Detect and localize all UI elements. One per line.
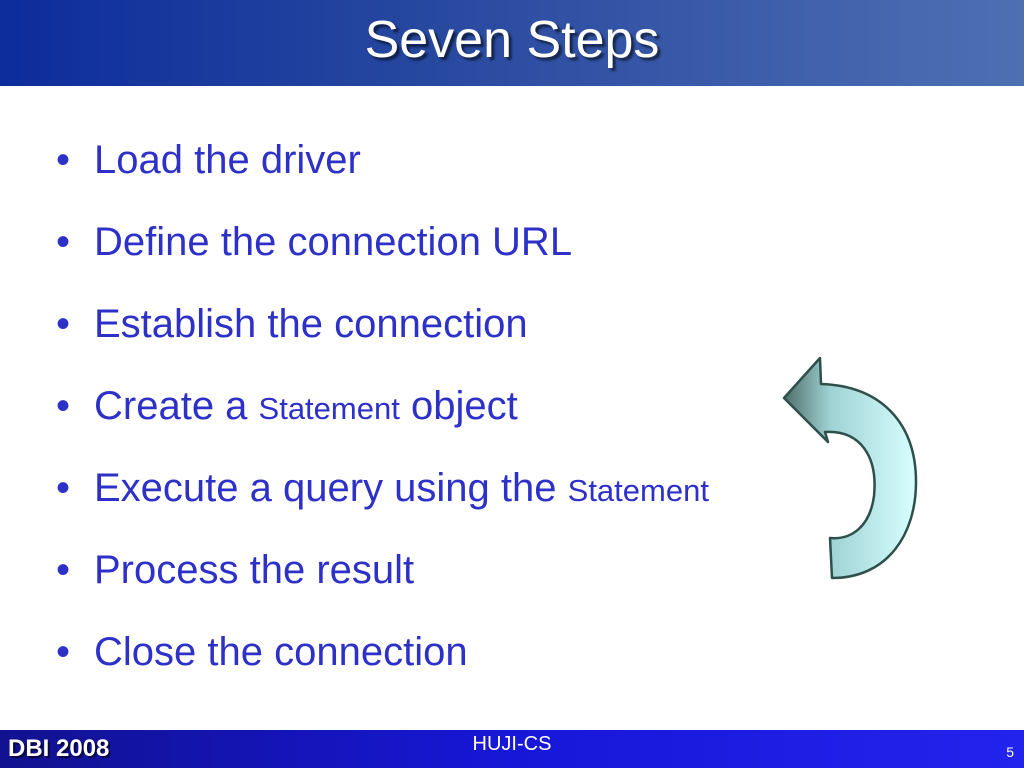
title-bar: [0, 0, 1024, 86]
bullet-item: • Establish the connection: [56, 296, 709, 378]
bullet-marker: •: [56, 548, 71, 592]
bullet-text: Define the connection URL: [94, 220, 573, 264]
bullet-marker: •: [56, 302, 71, 346]
bullet-text: Establish the connection: [94, 302, 528, 346]
bullet-text-prefix: Execute a query using the: [94, 466, 568, 510]
bullet-text: Load the driver: [94, 138, 361, 182]
bullet-item: • Close the connection: [56, 624, 709, 706]
footer-institution: HUJI-CS: [472, 733, 552, 755]
bullet-marker: •: [56, 384, 71, 428]
footer-course-label: DBI 2008: [8, 735, 110, 762]
bullet-text: Process the result: [94, 548, 415, 592]
bullet-code-term: Statement: [567, 473, 709, 508]
bullet-marker: •: [56, 466, 71, 510]
footer-bar: DBI 2008 HUJI-CS 5: [0, 730, 1024, 768]
bullet-list: • Load the driver • Define the connection …: [56, 132, 709, 706]
bullet-marker: •: [56, 630, 71, 674]
bullet-marker: •: [56, 138, 71, 182]
bullet-marker: •: [56, 220, 71, 264]
bullet-code-term: Statement: [258, 391, 400, 426]
slide-title: Seven Steps: [364, 11, 660, 69]
bullet-item: • Process the result: [56, 542, 709, 624]
bullet-item: • Define the connection URL: [56, 214, 709, 296]
bullet-item: • Create a Statement object: [56, 378, 709, 460]
circular-arrow-graphic: [782, 356, 918, 580]
bullet-text: Close the connection: [94, 630, 468, 674]
bullet-item: • Execute a query using the Statement: [56, 460, 709, 542]
bullet-text-prefix: Create a: [94, 384, 259, 428]
circular-arrow-icon: [776, 356, 926, 584]
arrow-shape: [782, 356, 918, 580]
bullet-item: • Load the driver: [56, 132, 709, 214]
page-number: 5: [1006, 744, 1014, 760]
bullet-text-suffix: object: [399, 384, 518, 428]
